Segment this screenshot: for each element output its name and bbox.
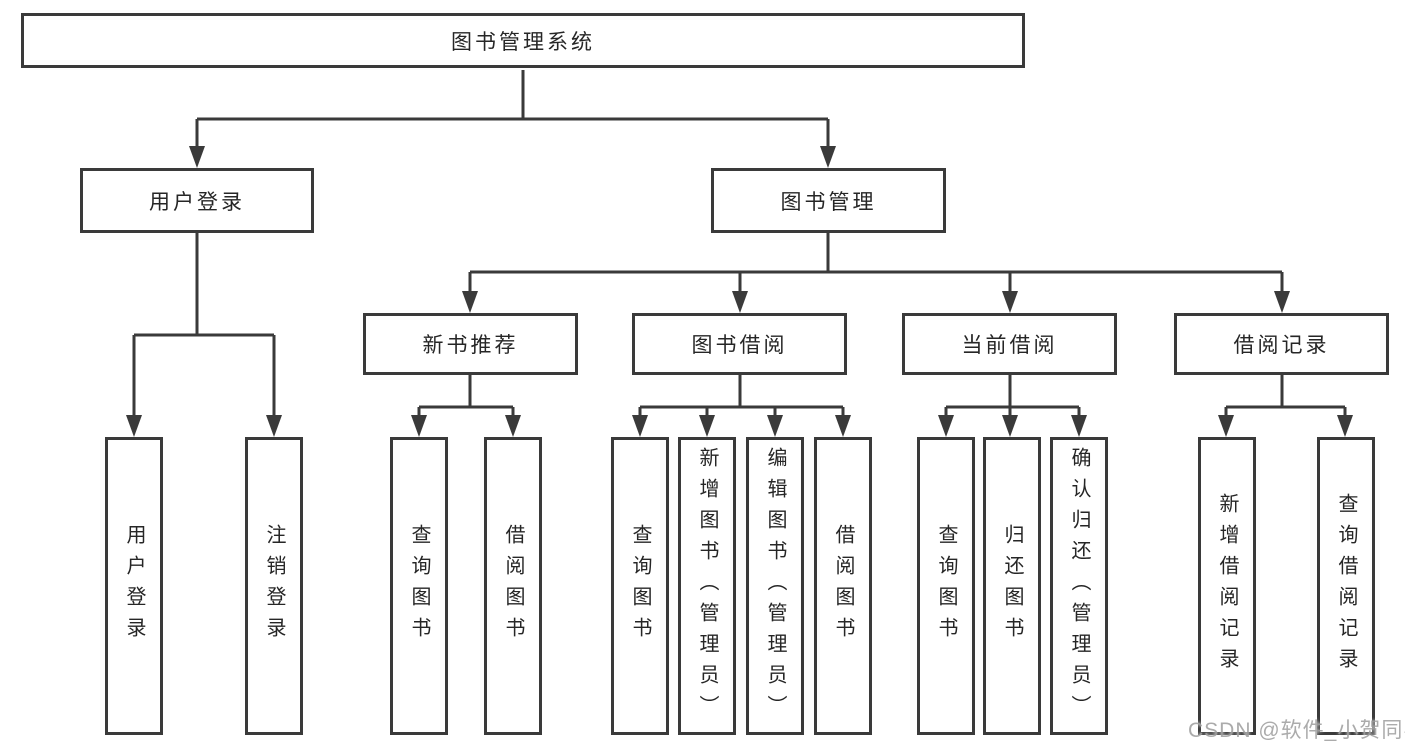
arrow-head bbox=[1002, 415, 1018, 437]
arrow-head bbox=[1071, 415, 1087, 437]
node-book-management: 图书管理 bbox=[711, 168, 946, 233]
leaf-return-book: 归还图书 bbox=[983, 437, 1041, 735]
leaf-edit-book-admin: 编辑图书（管理员） bbox=[746, 437, 804, 735]
node-user-login: 用户登录 bbox=[80, 168, 314, 233]
arrow-head bbox=[505, 415, 521, 437]
arrow-head bbox=[767, 415, 783, 437]
arrow-head bbox=[938, 415, 954, 437]
arrow-head bbox=[462, 291, 478, 313]
node-library-system: 图书管理系统 bbox=[21, 13, 1025, 68]
leaf-query-borrow-record: 查询借阅记录 bbox=[1317, 437, 1375, 735]
arrow-head bbox=[266, 415, 282, 437]
leaf-logout: 注销登录 bbox=[245, 437, 303, 735]
leaf-add-borrow-record: 新增借阅记录 bbox=[1198, 437, 1256, 735]
leaf-query-books-borrow: 查询图书 bbox=[611, 437, 669, 735]
node-book-borrow: 图书借阅 bbox=[632, 313, 847, 375]
arrow-head bbox=[189, 146, 205, 168]
node-borrow-records: 借阅记录 bbox=[1174, 313, 1389, 375]
arrow-head bbox=[632, 415, 648, 437]
arrow-head bbox=[126, 415, 142, 437]
node-current-borrow: 当前借阅 bbox=[902, 313, 1117, 375]
arrow-head bbox=[732, 291, 748, 313]
arrow-head bbox=[411, 415, 427, 437]
leaf-borrow-books: 借阅图书 bbox=[814, 437, 872, 735]
leaf-query-books-recommend: 查询图书 bbox=[390, 437, 448, 735]
node-new-book-recommend: 新书推荐 bbox=[363, 313, 578, 375]
arrow-head bbox=[835, 415, 851, 437]
arrow-head bbox=[1002, 291, 1018, 313]
arrow-head bbox=[1274, 291, 1290, 313]
leaf-borrow-books-recommend: 借阅图书 bbox=[484, 437, 542, 735]
arrow-head bbox=[1218, 415, 1234, 437]
csdn-watermark: CSDN @软件_小贺同学 bbox=[1188, 719, 1405, 742]
leaf-confirm-return-admin: 确认归还（管理员） bbox=[1050, 437, 1108, 735]
arrow-head bbox=[820, 146, 836, 168]
arrow-head bbox=[1337, 415, 1353, 437]
leaf-query-books-current: 查询图书 bbox=[917, 437, 975, 735]
arrow-head bbox=[699, 415, 715, 437]
leaf-add-book-admin: 新增图书（管理员） bbox=[678, 437, 736, 735]
leaf-user-login: 用户登录 bbox=[105, 437, 163, 735]
